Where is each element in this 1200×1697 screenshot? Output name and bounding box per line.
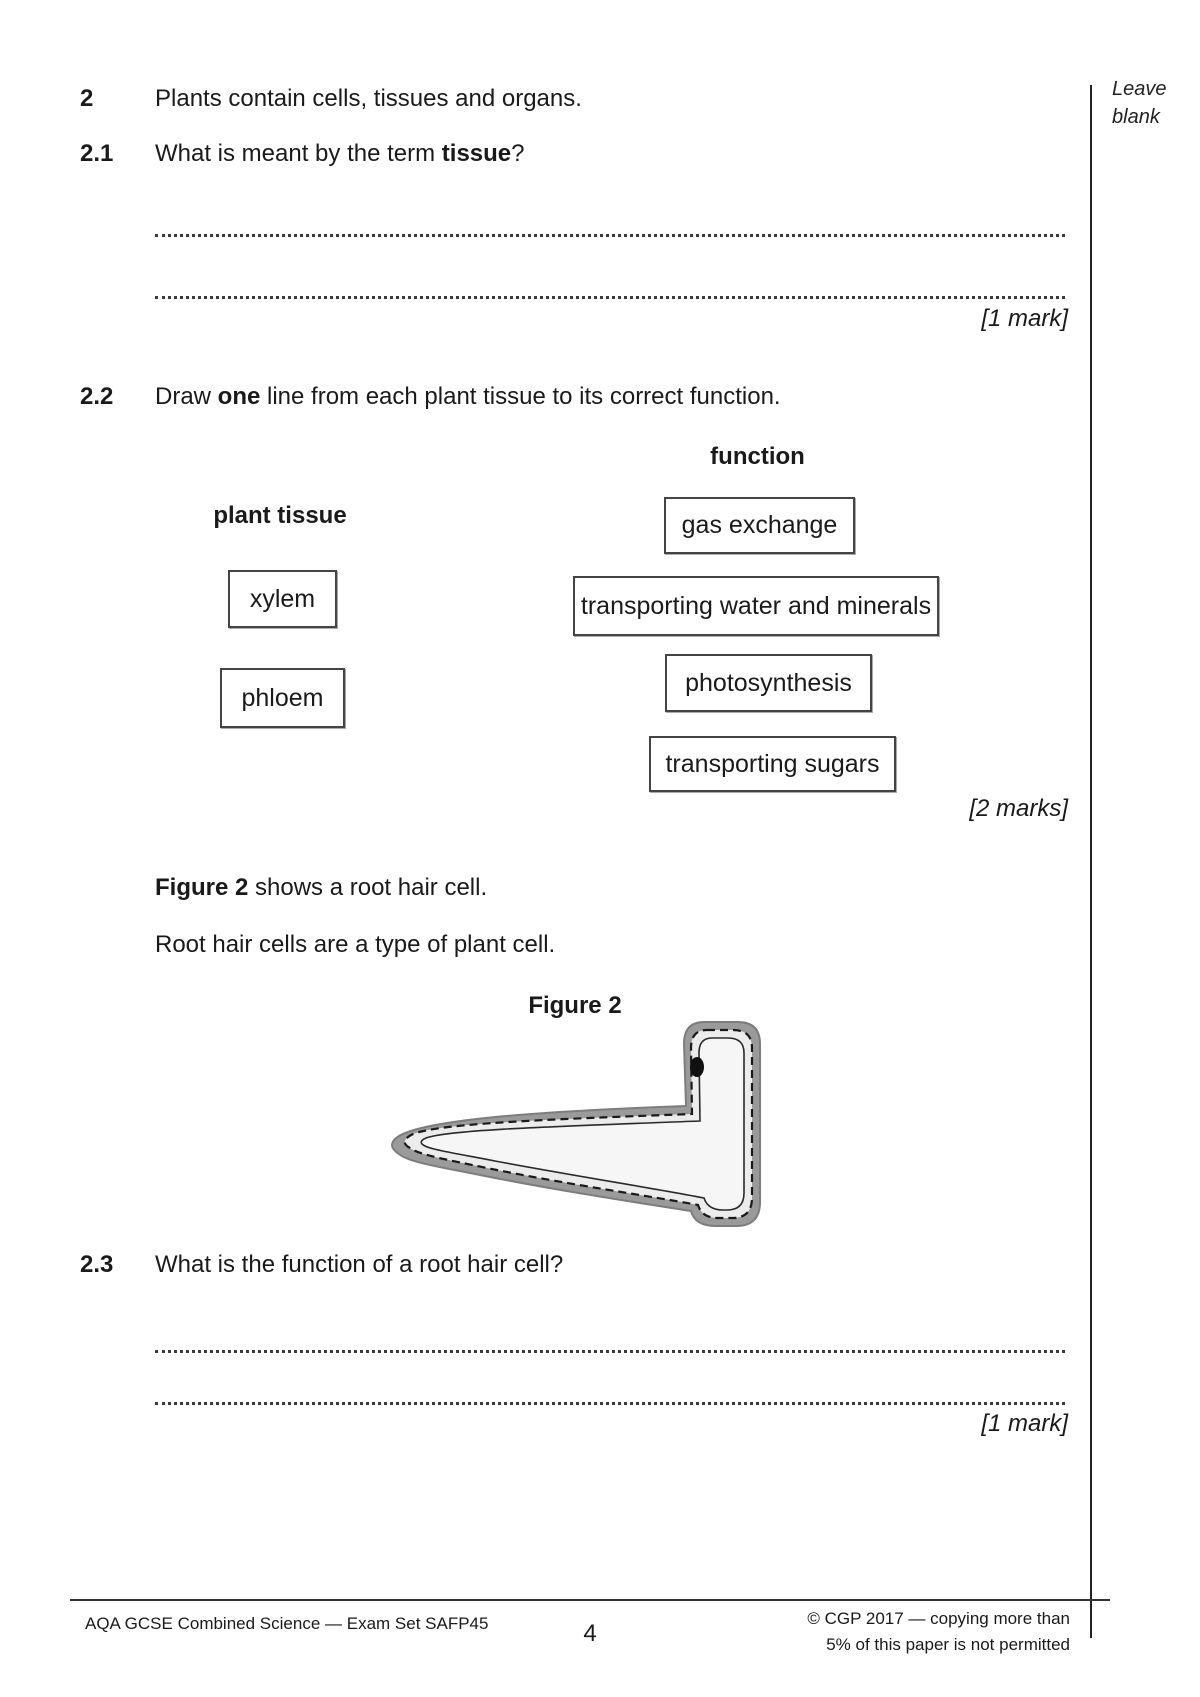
leave-blank-label: Leave blank <box>1112 75 1167 131</box>
footer-copyright: © CGP 2017 — copying more than 5% of thi… <box>650 1606 1070 1658</box>
figure-2-intro: Figure 2 shows a root hair cell. <box>155 874 487 902</box>
answer-line-2-3-a[interactable] <box>155 1326 1065 1353</box>
question-2-1-prefix: What is meant by the term <box>155 140 442 167</box>
question-2-2-number: 2.2 <box>80 383 114 410</box>
question-2-number: 2 <box>80 85 94 112</box>
function-box-photosynthesis[interactable]: photosynthesis <box>665 654 872 712</box>
answer-line-2-3-b[interactable] <box>155 1378 1065 1405</box>
marks-2-2: [2 marks] <box>969 795 1068 822</box>
question-2-text: Plants contain cells, tissues and organs… <box>155 85 582 112</box>
tissue-box-xylem[interactable]: xylem <box>228 570 337 628</box>
answer-line-2-1-a[interactable] <box>155 210 1065 237</box>
function-box-transporting-water[interactable]: transporting water and minerals <box>573 576 939 636</box>
tissue-box-phloem[interactable]: phloem <box>220 668 345 728</box>
question-2-3-number: 2.3 <box>80 1251 114 1278</box>
question-2-1-text: What is meant by the term tissue? <box>155 140 525 168</box>
nucleus-icon <box>690 1057 704 1077</box>
question-2-3-text: What is the function of a root hair cell… <box>155 1251 564 1278</box>
leave-blank-line2: blank <box>1112 106 1160 128</box>
question-2-2-suffix: line from each plant tissue to its corre… <box>260 383 781 410</box>
question-2-1-number: 2.1 <box>80 140 114 167</box>
figure-2-intro-bold: Figure 2 <box>155 874 249 901</box>
margin-rule <box>1090 85 1092 1638</box>
figure-2-note: Root hair cells are a type of plant cell… <box>155 931 556 958</box>
cell-inner-membrane <box>420 1037 745 1211</box>
function-box-transporting-sugars[interactable]: transporting sugars <box>649 736 896 792</box>
plant-tissue-column-header: plant tissue <box>213 502 347 529</box>
question-2-1-suffix: ? <box>511 140 525 167</box>
footer-copyright-line2: 5% of this paper is not permitted <box>826 1635 1070 1654</box>
page-number: 4 <box>583 1620 597 1647</box>
question-2-2-prefix: Draw <box>155 383 218 410</box>
footer-left-text: AQA GCSE Combined Science — Exam Set SAF… <box>85 1614 489 1633</box>
function-box-gas-exchange[interactable]: gas exchange <box>664 497 855 554</box>
footer-copyright-line1: © CGP 2017 — copying more than <box>807 1609 1070 1628</box>
figure-2-intro-rest: shows a root hair cell. <box>248 874 488 901</box>
question-2-2-bold-term: one <box>217 383 261 410</box>
marks-2-1: [1 mark] <box>981 305 1068 332</box>
figure-2-caption: Figure 2 <box>528 992 622 1019</box>
function-column-header: function <box>710 443 805 470</box>
marks-2-3: [1 mark] <box>981 1410 1068 1437</box>
leave-blank-line1: Leave <box>1112 78 1167 100</box>
answer-line-2-1-b[interactable] <box>155 272 1065 299</box>
footer-rule <box>70 1599 1110 1601</box>
question-2-1-bold-term: tissue <box>441 140 512 167</box>
root-hair-cell-figure <box>391 1021 761 1227</box>
question-2-2-text: Draw one line from each plant tissue to … <box>155 383 781 411</box>
